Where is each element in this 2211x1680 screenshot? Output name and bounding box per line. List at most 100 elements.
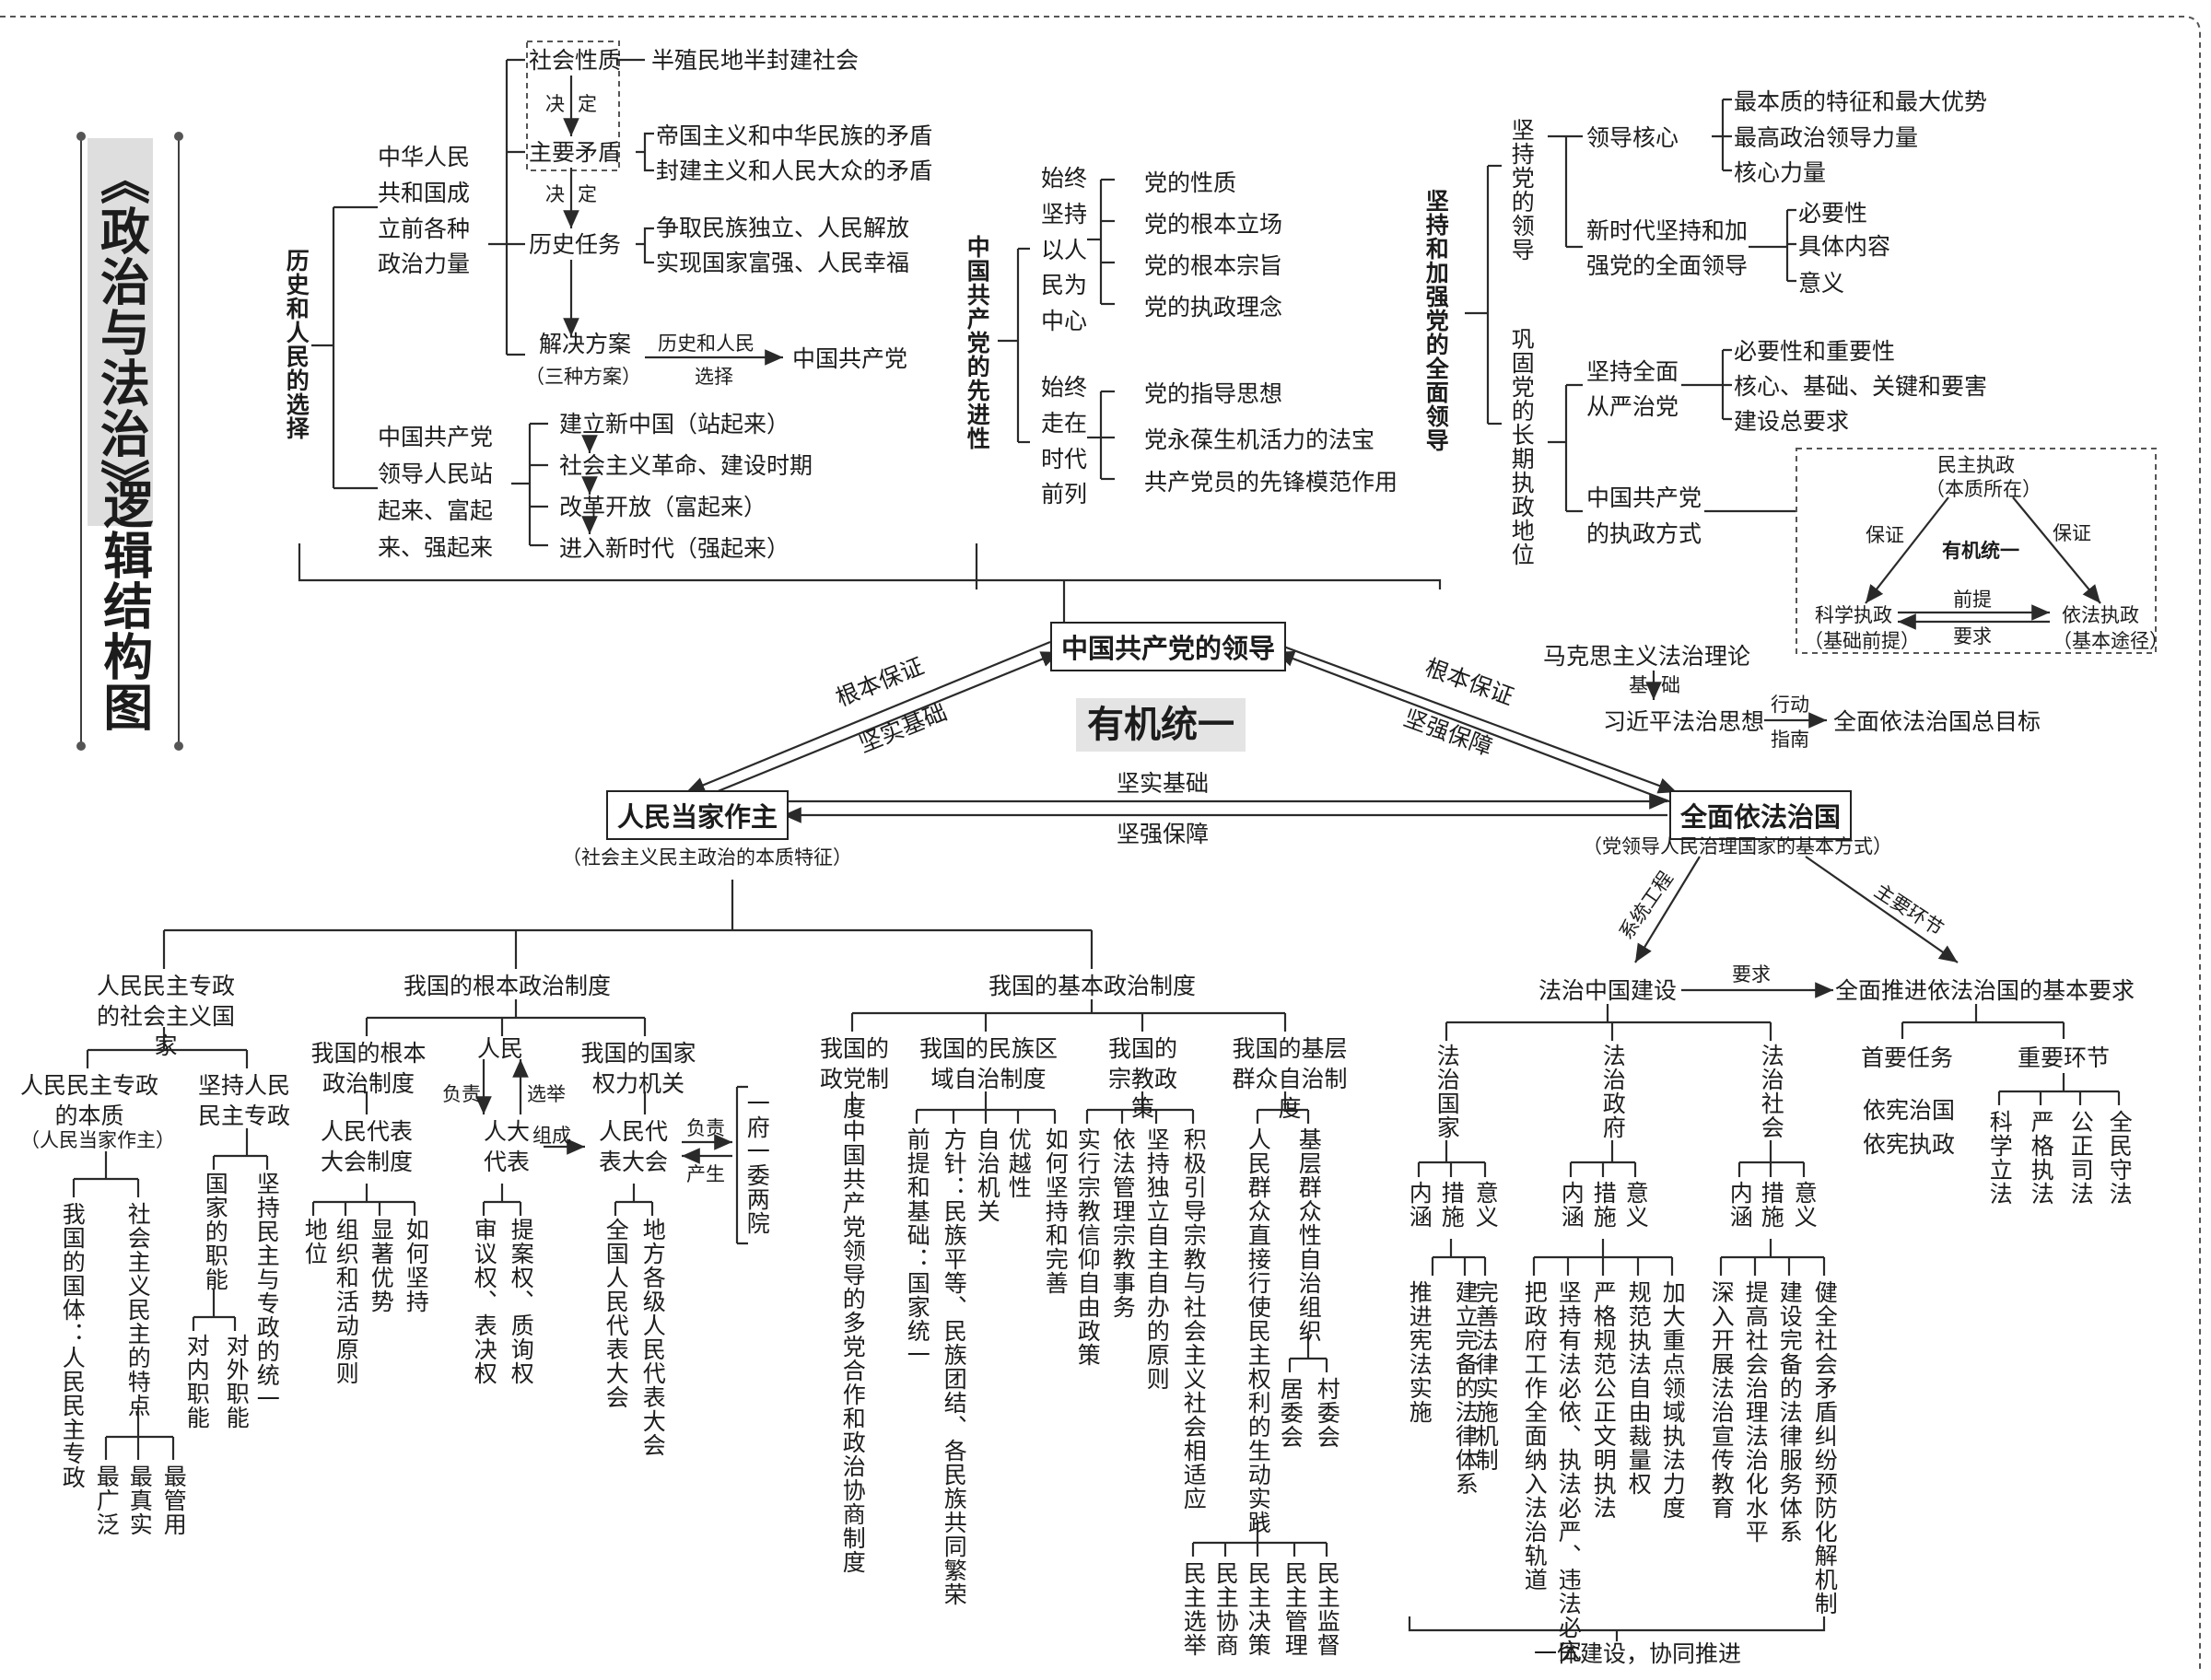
law-society: 法治社会 xyxy=(1758,1044,1785,1139)
strong-core-3: 核心力量 xyxy=(1734,159,1827,186)
ethnic-1: 前提和基础：国家统一 xyxy=(904,1127,931,1367)
tri-left-note: （基础前提） xyxy=(1804,630,1920,652)
title-main: 《政治与法治》 xyxy=(88,138,154,526)
national-congress: 全国人民代表大会 xyxy=(602,1218,630,1409)
congress-node: 人民代表大会 xyxy=(599,1118,669,1175)
elect-label: 选举 xyxy=(527,1083,566,1105)
npc-system: 人民代表大会制度 xyxy=(320,1118,413,1175)
hist-root: 历史和人民的选择 xyxy=(283,249,310,440)
link-1: 科学立法 xyxy=(1986,1110,2014,1206)
hist-stage-1: 建立新中国（站起来） xyxy=(559,411,790,438)
primary-2: 依宪执政 xyxy=(1863,1131,1956,1158)
node-rule-of-law: 全面依法治国 xyxy=(1669,790,1853,840)
state-measure-1: 推进宪法实施 xyxy=(1406,1280,1433,1424)
dict-unity: 坚持民主与专政的统一 xyxy=(253,1172,281,1411)
guide-1: 行动 xyxy=(1771,694,1809,716)
together-label: 一体建设，协同推进 xyxy=(1534,1640,1742,1667)
hist-stage-3: 改革开放（富起来） xyxy=(559,494,767,520)
tri-center: 有机统一 xyxy=(1942,540,2019,562)
npc-3: 显著优势 xyxy=(368,1218,395,1313)
hist-nature-answer: 半殖民地半封建社会 xyxy=(651,47,860,74)
soc-nei: 内涵 xyxy=(1726,1181,1754,1229)
tri-guarantee-2: 保证 xyxy=(2053,522,2091,544)
religion-2: 依法管理宗教事务 xyxy=(1109,1127,1137,1319)
ethnic-5: 如何坚持和完善 xyxy=(1042,1127,1070,1295)
adv-root: 中国共产党的先进性 xyxy=(964,235,991,450)
residents-committee: 居委会 xyxy=(1277,1377,1304,1449)
people-note: （社会主义民主政治的本质特征） xyxy=(562,846,852,869)
gov-yi: 意义 xyxy=(1622,1181,1650,1229)
basic-requirements: 全面推进依法治国的基本要求 xyxy=(1835,977,2135,1004)
hist-contradiction-1: 帝国主义和中华民族的矛盾 xyxy=(656,122,933,149)
hist-forces: 中华人民共和国成立前各种政治力量 xyxy=(378,144,471,278)
hist-plan: 解决方案 xyxy=(539,331,632,357)
guide-2: 指南 xyxy=(1771,729,1809,751)
npc-1: 地位 xyxy=(301,1218,329,1266)
adv-front-1: 党的指导思想 xyxy=(1144,380,1283,407)
state-measure-2: 建立完备的法律体系 xyxy=(1452,1280,1480,1496)
npc-4: 如何坚持 xyxy=(403,1218,430,1313)
adv-people-1: 党的性质 xyxy=(1144,169,1237,196)
dict-function: 国家的职能 xyxy=(202,1172,229,1291)
strong-strict-3: 建设总要求 xyxy=(1734,408,1850,435)
node-people-master: 人民当家作主 xyxy=(606,790,790,840)
produce-label: 产生 xyxy=(686,1163,725,1185)
hist-choose-1: 历史和人民 xyxy=(658,332,755,355)
soc-measure-2: 提高社会治理法治化水平 xyxy=(1742,1280,1770,1544)
grassroots-2: 基层群众性自治组织 xyxy=(1295,1127,1323,1343)
dict-feature-3: 最管用 xyxy=(160,1464,188,1536)
gov-cuo: 措施 xyxy=(1590,1181,1618,1229)
npc-2: 组织和活动原则 xyxy=(333,1218,360,1385)
democracy-1: 民主选举 xyxy=(1180,1561,1208,1657)
link-3: 公正司法 xyxy=(2067,1110,2095,1206)
hist-stage-2: 社会主义革命、建设时期 xyxy=(559,452,813,479)
node-party-leadership: 中国共产党的领导 xyxy=(1050,622,1287,671)
resp-label: 负责 xyxy=(442,1083,481,1105)
hist-lead: 中国共产党领导人民站起来、富起来、强起来 xyxy=(378,424,494,561)
gov-measure-5: 加大重点领域执法力度 xyxy=(1659,1280,1687,1520)
tri-right-note: （基本途径） xyxy=(2053,630,2169,652)
gov-node: 一府一委两院 xyxy=(743,1091,771,1235)
dict-uphold: 坚持人民民主专政 xyxy=(197,1072,290,1129)
local-congress: 地方各级人民代表大会 xyxy=(639,1218,667,1457)
gov-measure-4: 规范执法自由裁量权 xyxy=(1625,1280,1653,1496)
people-node: 人民 xyxy=(477,1035,524,1062)
state-yi: 意义 xyxy=(1472,1181,1500,1229)
hist-task-2: 实现国家富强、人民幸福 xyxy=(656,250,910,276)
law-goal: 全面依法治国总目标 xyxy=(1833,708,2041,735)
link-4: 全民守法 xyxy=(2106,1110,2134,1206)
tri-left: 科学执政 xyxy=(1815,604,1892,626)
adv-people-3: 党的根本宗旨 xyxy=(1144,252,1283,279)
strong-strict: 坚持全面从严治党 xyxy=(1586,358,1679,420)
strong-core: 领导核心 xyxy=(1586,124,1679,151)
hist-task: 历史任务 xyxy=(529,231,622,258)
strong-core-1: 最本质的特征和最大优势 xyxy=(1734,88,1988,115)
gov-measure-1: 把政府工作全面纳入法治轨道 xyxy=(1521,1280,1549,1592)
religion-4: 积极引导宗教与社会主义社会相适应 xyxy=(1180,1127,1208,1511)
strong-newera: 新时代坚持和加强党的全面领导 xyxy=(1586,217,1749,279)
strong-strict-2: 核心、基础、关键和要害 xyxy=(1734,373,1988,400)
adv-front-3: 共产党员的先锋模范作用 xyxy=(1144,469,1398,496)
strong-newera-2: 具体内容 xyxy=(1798,233,1891,260)
link-2: 严格执法 xyxy=(2028,1110,2055,1206)
hist-choose-2: 选择 xyxy=(695,366,733,388)
basic-system-header: 我国的基本政治制度 xyxy=(989,973,1197,999)
gov-measure-3: 严格规范公正文明执法 xyxy=(1590,1280,1618,1520)
dict-state: 人民民主专政的社会主义国家 xyxy=(96,973,235,1059)
primary-1: 依宪治国 xyxy=(1863,1097,1956,1124)
dict-nature: 我国的国体：人民民主专政 xyxy=(59,1202,87,1489)
strong-newera-3: 意义 xyxy=(1798,270,1845,297)
soc-measure-1: 深入开展法治宣传教育 xyxy=(1708,1280,1736,1520)
hist-contradiction: 主要矛盾 xyxy=(529,139,622,166)
tri-right: 依法执政 xyxy=(2062,604,2139,626)
soc-yi: 意义 xyxy=(1791,1181,1819,1229)
soc-measure-3: 建设完备的法律服务体系 xyxy=(1776,1280,1804,1544)
key-links: 重要环节 xyxy=(2018,1044,2111,1071)
hist-plan-note: （三种方案） xyxy=(525,366,641,388)
tri-guarantee-1: 保证 xyxy=(1866,524,1904,546)
strong-strict-1: 必要性和重要性 xyxy=(1734,338,1896,365)
power-organ: 我国的国家权力机关 xyxy=(580,1040,696,1097)
dict-essence: 人民民主专政的本质 xyxy=(19,1072,158,1129)
